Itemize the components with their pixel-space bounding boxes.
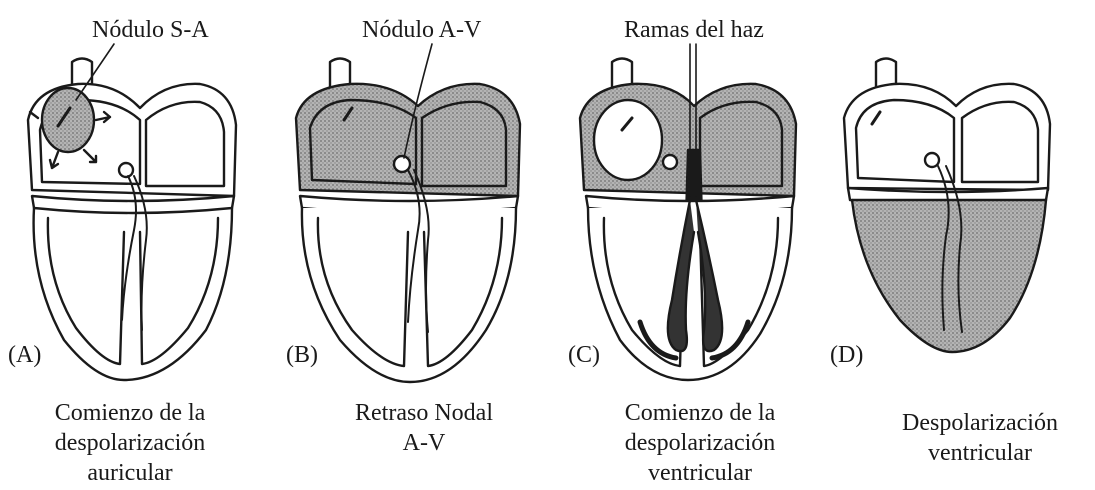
panel-b-caption-line-1: Retraso Nodal — [355, 398, 493, 428]
panel-d-caption: Despolarización ventricular — [902, 408, 1058, 468]
panel-c-caption-line-2: despolarización — [625, 428, 776, 458]
panel-c-letter: (C) — [568, 342, 600, 368]
panel-d-heart — [844, 59, 1050, 353]
panel-b-letter: (B) — [286, 342, 318, 368]
panel-a-letter: (A) — [8, 342, 41, 368]
panel-a-heart — [28, 44, 236, 380]
panel-b-caption-line-2: A-V — [355, 428, 493, 458]
panel-a-caption-line-2: despolarización — [55, 428, 206, 458]
panel-a-caption-line-1: Comienzo de la — [55, 398, 206, 428]
panel-c-callout: Ramas del haz — [624, 17, 764, 43]
panel-c-caption-line-1: Comienzo de la — [625, 398, 776, 428]
panel-b-heart — [296, 44, 520, 382]
panel-d-caption-line-2: ventricular — [902, 438, 1058, 468]
panel-b-caption: Retraso Nodal A-V — [355, 398, 493, 458]
panel-a-sa-node — [42, 88, 94, 152]
panel-a-callout: Nódulo S-A — [92, 17, 209, 43]
panel-d-caption-line-1: Despolarización — [902, 408, 1058, 438]
panel-c-caption: Comienzo de la despolarización ventricul… — [625, 398, 776, 488]
panel-c-heart — [580, 44, 796, 380]
panel-c-caption-line-3: ventricular — [625, 458, 776, 488]
panel-a-caption-line-3: auricular — [55, 458, 206, 488]
panel-a-caption: Comienzo de la despolarización auricular — [55, 398, 206, 488]
panel-d-letter: (D) — [830, 342, 863, 368]
panel-b-callout: Nódulo A-V — [362, 17, 482, 43]
